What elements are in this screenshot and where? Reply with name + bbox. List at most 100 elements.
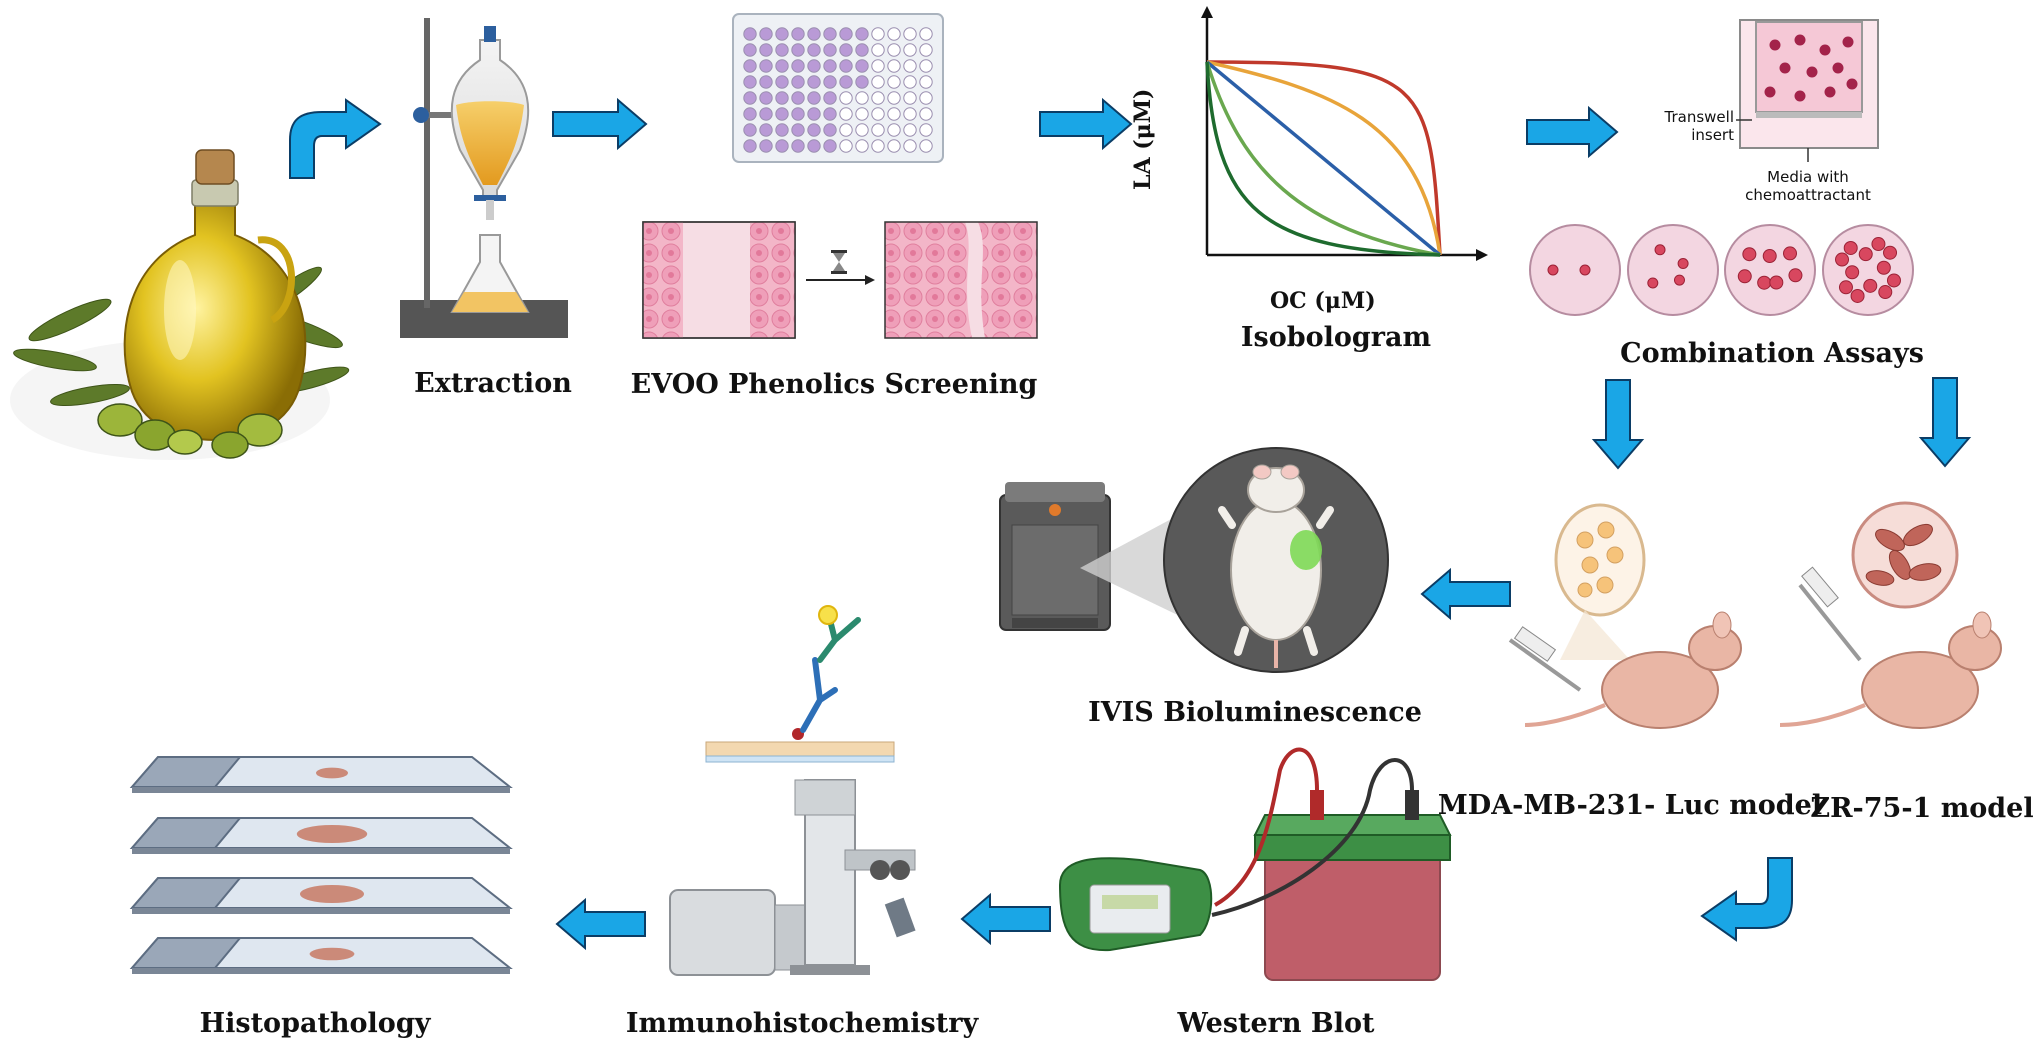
assay-cell [1838,280,1853,295]
assay-cell [1843,240,1858,255]
combination-wells [1529,224,1914,316]
microscope [669,779,916,976]
western-blot-apparatus [1058,747,1452,981]
plate-well [919,123,933,137]
ivis-imager [999,482,1188,631]
assay-cell [1858,247,1873,262]
plate-well [871,107,885,121]
isobologram-curve [1206,60,1442,256]
tissue-section [316,767,348,779]
isobologram-y-label: LA (μM) [1130,88,1156,190]
ihc-label: Immunohistochemistry [625,1008,979,1039]
assay-cell [1788,268,1803,283]
plate-well [791,123,805,137]
plate-well [871,91,885,105]
plate-well [791,43,805,57]
assay-cell [1783,246,1798,261]
plate-well [759,123,773,137]
assay-well [1627,224,1719,316]
arrow-curved-icon [1700,857,1793,942]
plate-well [775,107,789,121]
plate-well [775,123,789,137]
plate-well [791,91,805,105]
slide-edge [132,787,510,793]
assay-cell [1579,264,1591,276]
western-blot-label: Western Blot [1177,1008,1375,1039]
plate-well [919,59,933,73]
plate-well [759,43,773,57]
plate-well [887,27,901,41]
transwell-cell [1769,39,1781,51]
well-plate [732,13,944,163]
slide-edge [132,908,510,914]
plate-well [871,27,885,41]
plate-well [759,107,773,121]
plate-well [839,123,853,137]
wound-healing-assay [642,221,1038,339]
combination-label: Combination Assays [1620,338,1924,369]
plate-well [743,107,757,121]
plate-well [919,43,933,57]
plate-well [743,91,757,105]
plate-well [839,59,853,73]
arrow-down-icon [1918,377,1972,468]
hourglass-icon [831,250,847,274]
antibody-slide [705,605,895,763]
plate-well [903,75,917,89]
transwell-cell [1779,62,1791,74]
extraction-apparatus [400,18,568,338]
assay-cell [1886,273,1901,288]
isobologram-curve [1205,61,1441,257]
transwell-cell [1819,44,1831,56]
transwell-cell [1832,62,1844,74]
assay-cell [1845,265,1860,280]
plate-well [759,75,773,89]
assay-cell [1769,275,1784,290]
plate-well [743,75,757,89]
transwell-cell [1846,78,1858,90]
transwell-cell [1842,36,1854,48]
plate-well [823,91,837,105]
isobologram-curve [1205,60,1442,257]
plate-well [807,91,821,105]
plate-well [839,27,853,41]
arrow-left-icon [555,897,646,951]
plate-well [839,75,853,89]
plate-well [807,27,821,41]
plate-well [807,123,821,137]
plate-well [823,59,837,73]
plate-well [839,91,853,105]
transwell-cell [1764,86,1776,98]
assay-cell [1835,252,1850,267]
plate-well [823,139,837,153]
plate-well [759,91,773,105]
plate-well [791,59,805,73]
plate-well [871,123,885,137]
assay-cell [1737,269,1752,284]
plate-well [807,59,821,73]
arrow-curved-icon [289,98,382,179]
plate-well [743,43,757,57]
plate-well [919,139,933,153]
plate-well [839,139,853,153]
tissue-section [300,885,364,903]
plate-well [855,139,869,153]
transwell-insert-label: Transwell insert [1664,108,1734,144]
arrow-right-icon [552,97,648,151]
plate-well [919,27,933,41]
isobologram-title: Isobologram [1240,322,1432,353]
assay-cell [1863,278,1878,293]
plate-well [887,75,901,89]
plate-well [855,91,869,105]
plate-well [823,75,837,89]
plate-well [823,27,837,41]
plate-well [823,107,837,121]
assay-well [1529,224,1621,316]
plate-well [887,123,901,137]
plate-well [919,107,933,121]
slide-edge [132,848,510,854]
plate-well [919,91,933,105]
plate-well [887,43,901,57]
plate-well [855,75,869,89]
plate-well [743,59,757,73]
